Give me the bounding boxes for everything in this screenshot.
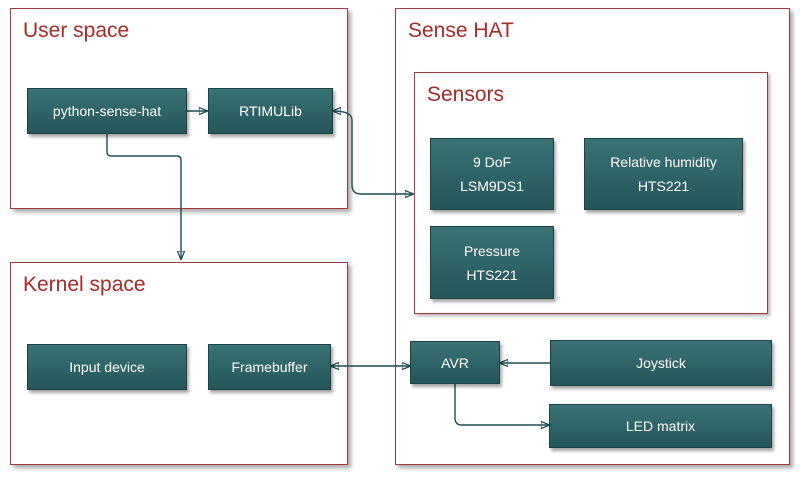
nine-dof-node: 9 DoF LSM9DS1 [430, 138, 554, 210]
joystick-node: Joystick [550, 340, 772, 386]
framebuffer-node: Framebuffer [208, 344, 331, 390]
pressure-node: Pressure HTS221 [430, 226, 554, 299]
rtimulib-label: RTIMULib [239, 103, 302, 119]
joystick-label: Joystick [636, 355, 686, 371]
relative-humidity-label: Relative humidity [610, 154, 717, 170]
rtimulib-node: RTIMULib [208, 88, 333, 134]
sensors-title: Sensors [427, 83, 505, 106]
relative-humidity-node: Relative humidity HTS221 [584, 138, 743, 210]
nine-dof-label: 9 DoF [472, 154, 512, 170]
avr-label: AVR [441, 354, 469, 371]
pressure-chip-label: HTS221 [466, 266, 518, 283]
framebuffer-label: Framebuffer [231, 359, 308, 375]
avr-node: AVR [410, 341, 500, 384]
led-matrix-label: LED matrix [625, 418, 696, 434]
python-sense-hat-node: python-sense-hat [27, 88, 187, 134]
user-space-title: User space [23, 19, 130, 42]
relative-humidity-chip-label: HTS221 [637, 178, 690, 194]
input-device-label: Input device [69, 359, 145, 375]
sense-hat-title: Sense HAT [408, 19, 514, 42]
kernel-space-title: Kernel space [23, 273, 146, 296]
input-device-node: Input device [27, 344, 187, 390]
pressure-label: Pressure [463, 242, 521, 259]
led-matrix-node: LED matrix [549, 404, 772, 448]
python-sense-hat-label: python-sense-hat [52, 103, 162, 119]
nine-dof-chip-label: LSM9DS1 [460, 178, 524, 194]
